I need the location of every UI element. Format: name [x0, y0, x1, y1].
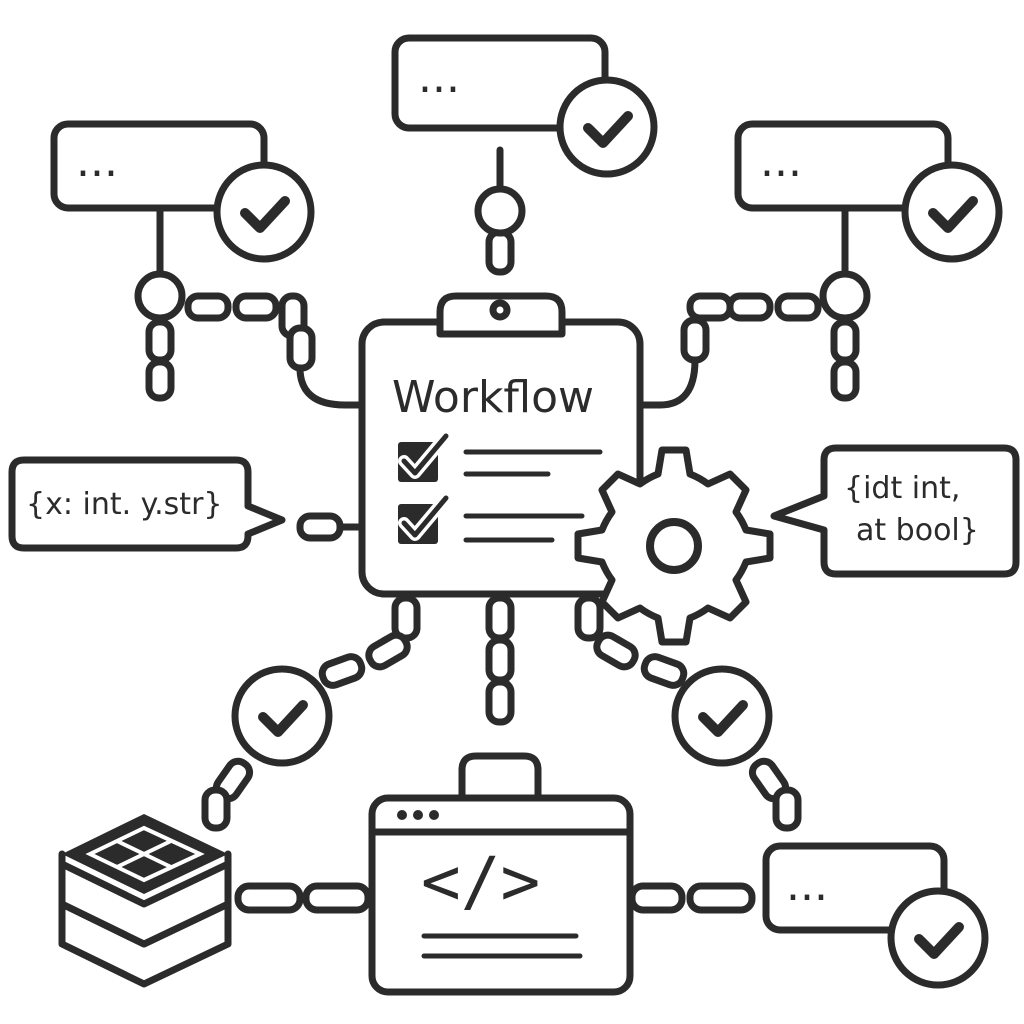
- check-icon: [556, 76, 658, 178]
- step-label: ...: [760, 136, 802, 187]
- check-icon: [901, 161, 1003, 263]
- database-icon[interactable]: [58, 814, 232, 988]
- step-card-right[interactable]: ...: [734, 120, 1003, 263]
- connector-nodes: [134, 185, 871, 322]
- task-row[interactable]: [398, 430, 603, 482]
- workflow-title: Workflow: [392, 372, 594, 423]
- check-icon: [887, 887, 989, 989]
- connector-links: [145, 146, 860, 914]
- step-card-left[interactable]: ...: [50, 120, 315, 263]
- output-schema-bubble[interactable]: {idt int, at bool}: [770, 444, 1020, 578]
- workflow-clipboard[interactable]: Workflow: [358, 292, 644, 598]
- check-icon: [671, 665, 773, 767]
- output-schema-line2: at bool}: [856, 513, 979, 548]
- task-row[interactable]: [398, 492, 585, 544]
- output-schema-line1: {idt int,: [844, 471, 960, 506]
- step-card-bottom-right[interactable]: ...: [762, 842, 989, 989]
- input-schema-bubble[interactable]: {x: int. y.str}: [8, 456, 286, 552]
- step-label: ...: [786, 860, 828, 911]
- step-label: ...: [76, 136, 118, 187]
- step-card-top[interactable]: ...: [391, 34, 658, 178]
- gear-icon[interactable]: [574, 446, 774, 646]
- step-label: ...: [418, 52, 460, 103]
- code-window-icon[interactable]: </>: [368, 752, 634, 996]
- code-tag: </>: [421, 843, 540, 920]
- check-icon: [231, 665, 333, 767]
- check-icon: [213, 161, 315, 263]
- input-schema-text: {x: int. y.str}: [26, 487, 223, 522]
